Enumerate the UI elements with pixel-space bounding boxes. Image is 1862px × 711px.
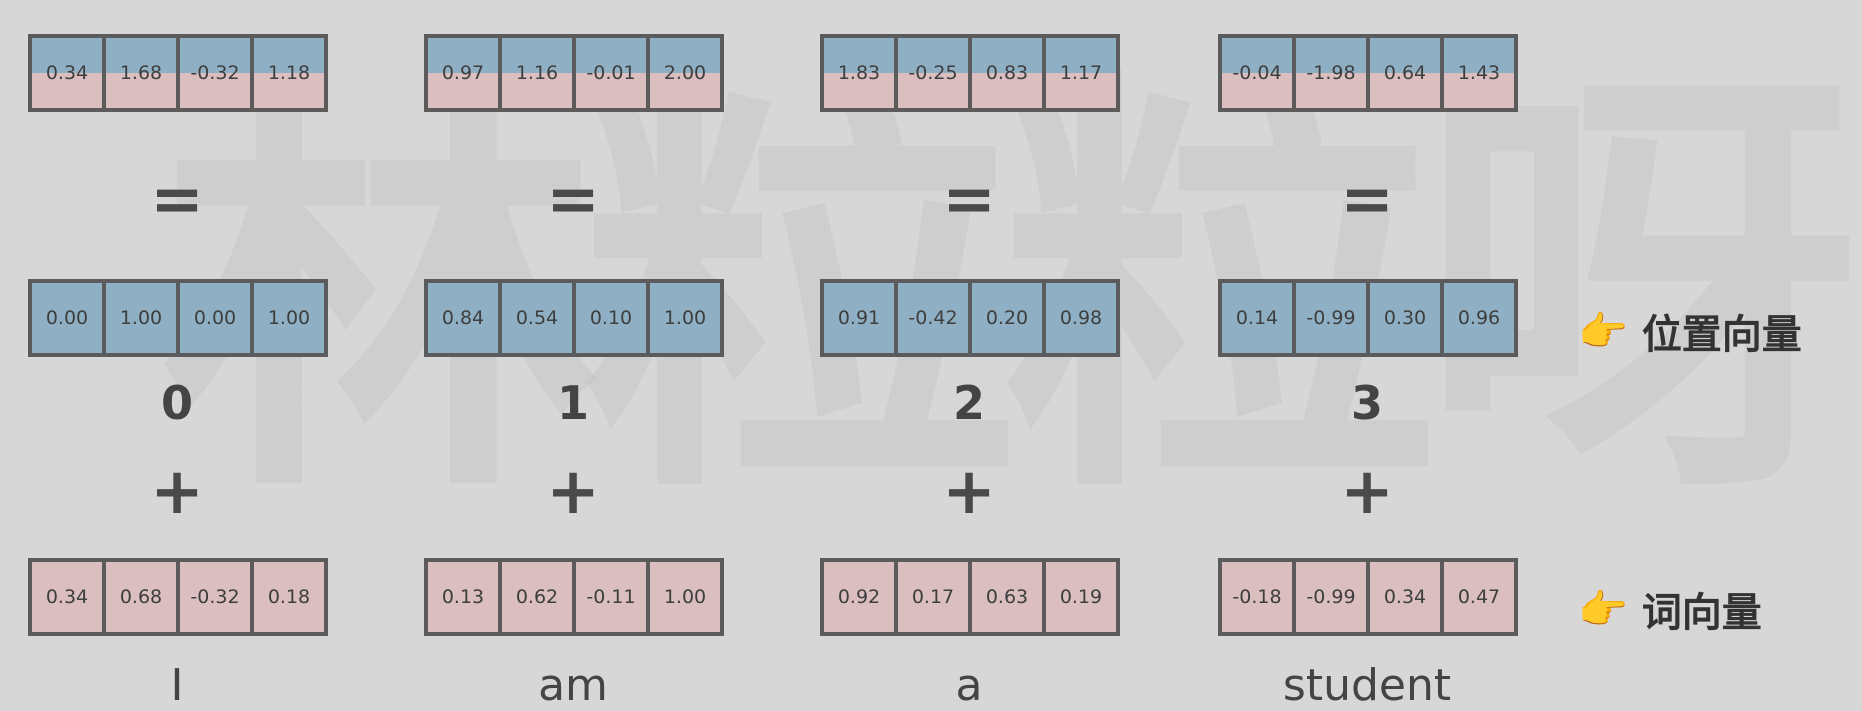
vector-cell: 0.17: [898, 562, 968, 632]
vector-cell: 1.17: [1046, 38, 1116, 108]
word-label: student: [1282, 660, 1452, 711]
vector-cell: -0.32: [180, 38, 250, 108]
position-vector: 0.91 -0.42 0.20 0.98: [820, 279, 1120, 357]
vector-cell: 1.43: [1444, 38, 1514, 108]
word-vector: 0.13 0.62 -0.11 1.00: [424, 558, 724, 636]
position-vector-label-text: 位置向量: [1641, 312, 1802, 358]
vector-cell: -0.18: [1222, 562, 1292, 632]
word-label: am: [538, 660, 608, 711]
plus-sign: +: [150, 455, 204, 529]
vector-cell: 0.18: [254, 562, 324, 632]
vector-cell: 0.83: [972, 38, 1042, 108]
word-label: I: [170, 660, 184, 711]
vector-cell: 0.34: [1370, 562, 1440, 632]
vector-cell: -0.99: [1296, 283, 1366, 353]
vector-cell: -0.04: [1222, 38, 1292, 108]
vector-cell: 0.14: [1222, 283, 1292, 353]
position-vector: 0.00 1.00 0.00 1.00: [28, 279, 328, 357]
result-vector: 1.83 -0.25 0.83 1.17: [820, 34, 1120, 112]
result-vector: 0.34 1.68 -0.32 1.18: [28, 34, 328, 112]
vector-cell: 0.34: [32, 38, 102, 108]
vector-cell: 0.00: [180, 283, 250, 353]
vector-cell: 0.34: [32, 562, 102, 632]
pointing-hand-icon: 👉: [1578, 586, 1628, 633]
vector-cell: -1.98: [1296, 38, 1366, 108]
vector-cell: 0.92: [824, 562, 894, 632]
vector-cell: 0.13: [428, 562, 498, 632]
vector-cell: -0.01: [576, 38, 646, 108]
vector-cell: 0.20: [972, 283, 1042, 353]
vector-cell: 0.10: [576, 283, 646, 353]
vector-cell: 0.54: [502, 283, 572, 353]
vector-cell: 0.47: [1444, 562, 1514, 632]
vector-cell: -0.32: [180, 562, 250, 632]
plus-sign: +: [546, 455, 600, 529]
equals-sign: =: [546, 163, 600, 237]
vector-cell: 1.00: [650, 562, 720, 632]
word-vector: -0.18 -0.99 0.34 0.47: [1218, 558, 1518, 636]
equals-sign: =: [1340, 163, 1394, 237]
word-vector: 0.92 0.17 0.63 0.19: [820, 558, 1120, 636]
result-vector: -0.04 -1.98 0.64 1.43: [1218, 34, 1518, 112]
pointing-hand-icon: 👉: [1578, 308, 1628, 355]
vector-cell: 0.19: [1046, 562, 1116, 632]
position-index: 0: [160, 376, 193, 430]
vector-cell: -0.42: [898, 283, 968, 353]
vector-cell: 1.18: [254, 38, 324, 108]
vector-cell: 0.98: [1046, 283, 1116, 353]
word-vector-label-text: 词向量: [1641, 590, 1762, 636]
vector-cell: 0.84: [428, 283, 498, 353]
vector-cell: 1.83: [824, 38, 894, 108]
word-label: a: [955, 660, 983, 711]
vector-cell: -0.11: [576, 562, 646, 632]
vector-cell: 0.00: [32, 283, 102, 353]
position-index: 2: [952, 376, 985, 430]
word-vector: 0.34 0.68 -0.32 0.18: [28, 558, 328, 636]
vector-cell: -0.99: [1296, 562, 1366, 632]
word-vector-label: 👉 词向量: [1578, 580, 1762, 638]
vector-cell: 1.16: [502, 38, 572, 108]
vector-cell: 0.97: [428, 38, 498, 108]
result-vector: 0.97 1.16 -0.01 2.00: [424, 34, 724, 112]
vector-cell: 0.96: [1444, 283, 1514, 353]
position-vector-label: 👉 位置向量: [1578, 302, 1802, 360]
position-vector: 0.84 0.54 0.10 1.00: [424, 279, 724, 357]
vector-cell: 0.30: [1370, 283, 1440, 353]
vector-cell: 0.63: [972, 562, 1042, 632]
position-index: 3: [1350, 376, 1383, 430]
vector-cell: 1.00: [650, 283, 720, 353]
equals-sign: =: [150, 163, 204, 237]
vector-cell: -0.25: [898, 38, 968, 108]
vector-cell: 1.68: [106, 38, 176, 108]
vector-cell: 0.91: [824, 283, 894, 353]
vector-cell: 0.62: [502, 562, 572, 632]
position-vector: 0.14 -0.99 0.30 0.96: [1218, 279, 1518, 357]
vector-cell: 2.00: [650, 38, 720, 108]
plus-sign: +: [942, 455, 996, 529]
plus-sign: +: [1340, 455, 1394, 529]
vector-cell: 0.64: [1370, 38, 1440, 108]
vector-cell: 1.00: [106, 283, 176, 353]
vector-cell: 1.00: [254, 283, 324, 353]
vector-cell: 0.68: [106, 562, 176, 632]
position-index: 1: [556, 376, 589, 430]
equals-sign: =: [942, 163, 996, 237]
